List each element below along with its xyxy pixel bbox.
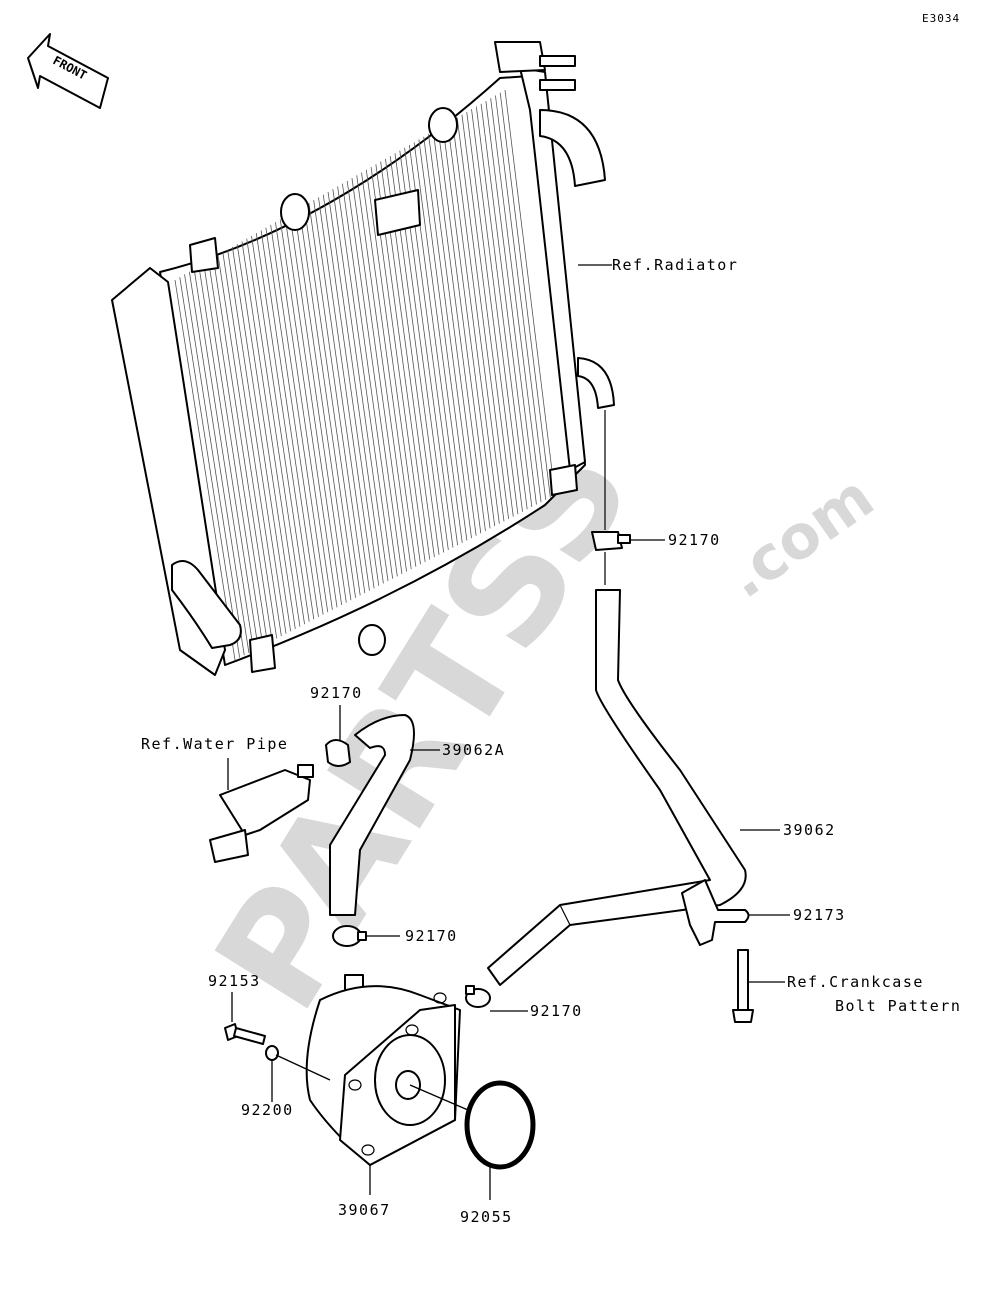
label-oil-cooler: 39067 — [338, 1201, 391, 1219]
label-bolt: 92153 — [208, 972, 261, 990]
clamp-92170-upper-right — [591, 410, 631, 551]
hose-39062 — [487, 552, 747, 986]
label-ref-radiator: Ref.Radiator — [612, 256, 738, 274]
washer-92200 — [265, 1045, 279, 1061]
clamp-92170-lower — [465, 985, 491, 1008]
label-ref-crankcase-line2: Bolt Pattern — [835, 997, 961, 1015]
label-clamp-lower: 92170 — [530, 1002, 583, 1020]
label-hose-short: 39062A — [442, 741, 505, 759]
label-clamp-upper-left: 92170 — [310, 684, 363, 702]
label-ref-crankcase-line1: Ref.Crankcase — [787, 973, 924, 991]
bracket-92173 — [681, 879, 750, 946]
radiator — [111, 41, 615, 676]
o-ring-92055 — [409, 1080, 536, 1170]
label-ref-water-pipe: Ref.Water Pipe — [141, 735, 288, 753]
clamp-92170-upper-left — [325, 739, 351, 767]
front-arrow-icon: FRONT — [27, 33, 109, 109]
label-o-ring: 92055 — [460, 1208, 513, 1226]
clamp-92170-middle — [332, 925, 367, 947]
diagram-code: E3034 — [922, 12, 960, 25]
label-bracket: 92173 — [793, 906, 846, 924]
oil-cooler-39067 — [305, 974, 461, 1166]
label-clamp-middle: 92170 — [405, 927, 458, 945]
water-pipe — [209, 764, 314, 863]
watermark-domain: .com — [713, 462, 886, 612]
label-hose-long: 39062 — [783, 821, 836, 839]
crankcase-bolt — [732, 949, 754, 1023]
radiator-fins — [174, 89, 556, 661]
bolt-92153 — [224, 1023, 266, 1045]
label-washer: 92200 — [241, 1101, 294, 1119]
label-clamp-upper-right: 92170 — [668, 531, 721, 549]
